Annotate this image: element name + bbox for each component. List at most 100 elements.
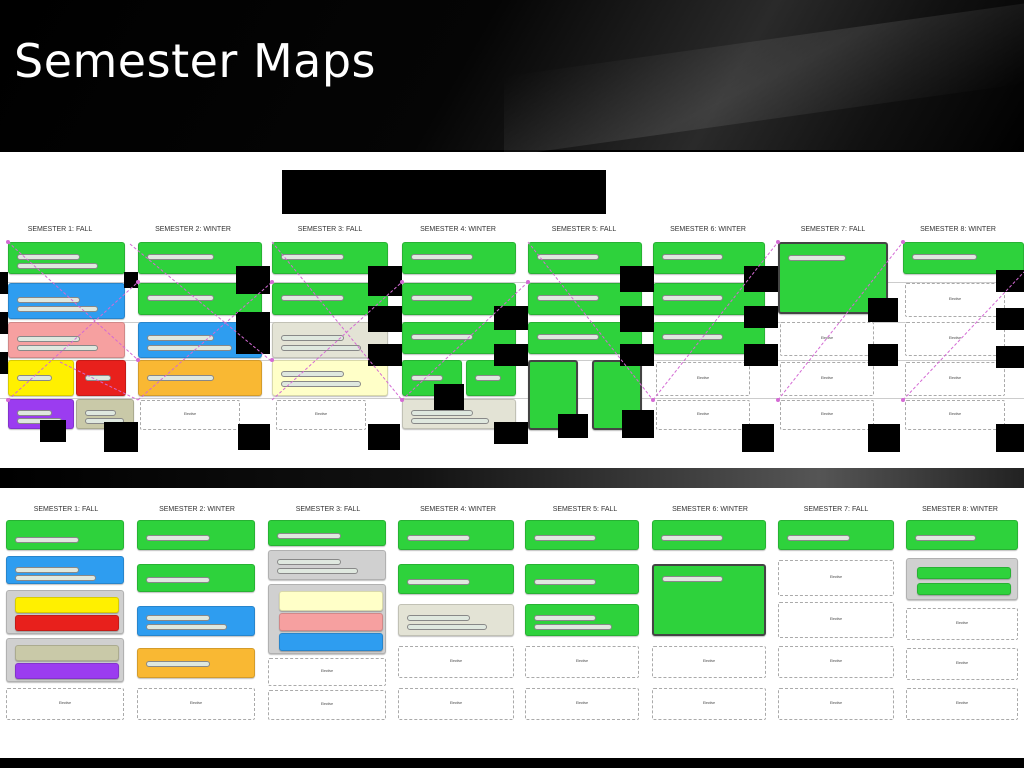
course-card[interactable] bbox=[525, 520, 639, 550]
bottom-semester-7-header: SEMESTER 7: FALL bbox=[803, 506, 869, 513]
course-card[interactable] bbox=[903, 242, 1024, 274]
course-card[interactable] bbox=[137, 520, 255, 550]
top-semester-5-header: SEMESTER 5: FALL bbox=[551, 226, 617, 233]
course-card[interactable] bbox=[525, 604, 639, 636]
elective-slot[interactable]: Elective bbox=[398, 646, 514, 678]
course-card[interactable] bbox=[917, 567, 1011, 579]
course-card[interactable] bbox=[15, 645, 119, 661]
course-card[interactable] bbox=[76, 360, 126, 396]
course-group[interactable] bbox=[6, 590, 124, 634]
course-card[interactable] bbox=[592, 360, 642, 430]
annotation-box bbox=[124, 272, 138, 288]
elective-slot[interactable]: Elective bbox=[652, 646, 766, 678]
redacted-bar bbox=[282, 170, 606, 214]
course-card[interactable] bbox=[398, 604, 514, 636]
elective-slot[interactable]: Elective bbox=[656, 362, 750, 396]
elective-slot[interactable]: Elective bbox=[905, 362, 1005, 396]
annotation-box bbox=[744, 306, 778, 328]
course-card[interactable] bbox=[137, 648, 255, 678]
course-card[interactable] bbox=[8, 360, 74, 396]
course-card[interactable] bbox=[137, 564, 255, 592]
elective-slot[interactable]: Elective bbox=[780, 400, 874, 430]
annotation-box bbox=[622, 410, 654, 438]
annotation-box bbox=[868, 344, 898, 366]
top-semester-8-header: SEMESTER 8: WINTER bbox=[920, 226, 996, 233]
course-card[interactable] bbox=[8, 283, 125, 319]
elective-slot[interactable]: Elective bbox=[6, 688, 124, 720]
panel-divider bbox=[0, 468, 1024, 488]
annotation-box bbox=[0, 272, 8, 294]
elective-slot[interactable]: Elective bbox=[780, 362, 874, 396]
elective-slot[interactable]: Elective bbox=[268, 658, 386, 686]
course-card[interactable] bbox=[272, 360, 388, 396]
course-card[interactable] bbox=[402, 242, 516, 274]
elective-slot[interactable]: Elective bbox=[905, 400, 1005, 430]
elective-slot[interactable]: Elective bbox=[140, 400, 240, 430]
course-card[interactable] bbox=[279, 613, 383, 631]
annotation-box bbox=[996, 424, 1024, 452]
annotation-box bbox=[434, 384, 464, 410]
elective-slot[interactable]: Elective bbox=[652, 688, 766, 720]
elective-slot[interactable]: Elective bbox=[525, 646, 639, 678]
annotation-box bbox=[868, 298, 898, 322]
elective-slot[interactable]: Elective bbox=[398, 688, 514, 720]
course-card[interactable] bbox=[137, 606, 255, 636]
course-card[interactable] bbox=[528, 360, 578, 430]
elective-slot[interactable]: Elective bbox=[780, 322, 874, 356]
annotation-box bbox=[368, 306, 402, 332]
annotation-box bbox=[0, 352, 8, 374]
elective-slot[interactable]: Elective bbox=[906, 688, 1018, 720]
course-card[interactable] bbox=[906, 520, 1018, 550]
course-card[interactable] bbox=[279, 591, 383, 611]
course-card[interactable] bbox=[138, 360, 262, 396]
elective-slot[interactable]: Elective bbox=[905, 322, 1005, 356]
elective-slot[interactable]: Elective bbox=[906, 608, 1018, 640]
annotation-box bbox=[368, 344, 402, 366]
elective-slot[interactable]: Elective bbox=[525, 688, 639, 720]
course-card[interactable] bbox=[6, 556, 124, 584]
course-card[interactable] bbox=[525, 564, 639, 594]
bottom-semester-5-header: SEMESTER 5: FALL bbox=[552, 506, 618, 513]
course-card[interactable] bbox=[138, 242, 262, 274]
course-card[interactable] bbox=[778, 520, 894, 550]
course-card[interactable] bbox=[15, 615, 119, 631]
course-card[interactable] bbox=[652, 520, 766, 550]
elective-slot[interactable]: Elective bbox=[268, 690, 386, 720]
annotation-box bbox=[40, 420, 66, 442]
annotation-box bbox=[494, 422, 528, 444]
annotation-box bbox=[368, 424, 400, 450]
course-card[interactable] bbox=[15, 663, 119, 679]
elective-slot[interactable]: Elective bbox=[905, 283, 1005, 317]
prerequisite-links bbox=[6, 240, 1024, 402]
bottom-semester-8-header: SEMESTER 8: WINTER bbox=[922, 506, 998, 513]
course-card[interactable] bbox=[268, 520, 386, 546]
course-group[interactable] bbox=[906, 558, 1018, 600]
course-card[interactable] bbox=[466, 360, 516, 396]
elective-slot[interactable]: Elective bbox=[276, 400, 366, 430]
bottom-semester-6-header: SEMESTER 6: WINTER bbox=[672, 506, 748, 513]
course-card[interactable] bbox=[8, 322, 125, 358]
elective-slot[interactable]: Elective bbox=[778, 646, 894, 678]
course-card[interactable] bbox=[402, 283, 516, 315]
course-card[interactable] bbox=[652, 564, 766, 636]
course-card[interactable] bbox=[917, 583, 1011, 595]
top-semester-3-header: SEMESTER 3: FALL bbox=[297, 226, 363, 233]
elective-slot[interactable]: Elective bbox=[656, 400, 750, 430]
elective-slot[interactable]: Elective bbox=[906, 648, 1018, 680]
elective-slot[interactable]: Elective bbox=[778, 560, 894, 596]
course-card[interactable] bbox=[15, 597, 119, 613]
course-card[interactable] bbox=[398, 564, 514, 594]
course-group[interactable] bbox=[268, 584, 386, 654]
course-card[interactable] bbox=[279, 633, 383, 651]
elective-slot[interactable]: Elective bbox=[778, 688, 894, 720]
elective-slot[interactable]: Elective bbox=[137, 688, 255, 720]
course-card[interactable] bbox=[398, 520, 514, 550]
annotation-box bbox=[620, 266, 654, 292]
elective-slot[interactable]: Elective bbox=[778, 602, 894, 638]
course-group[interactable] bbox=[268, 550, 386, 580]
course-group[interactable] bbox=[6, 638, 124, 682]
course-card[interactable] bbox=[8, 242, 125, 274]
bottom-semester-4-header: SEMESTER 4: WINTER bbox=[420, 506, 496, 513]
annotation-box bbox=[620, 306, 654, 332]
course-card[interactable] bbox=[6, 520, 124, 550]
